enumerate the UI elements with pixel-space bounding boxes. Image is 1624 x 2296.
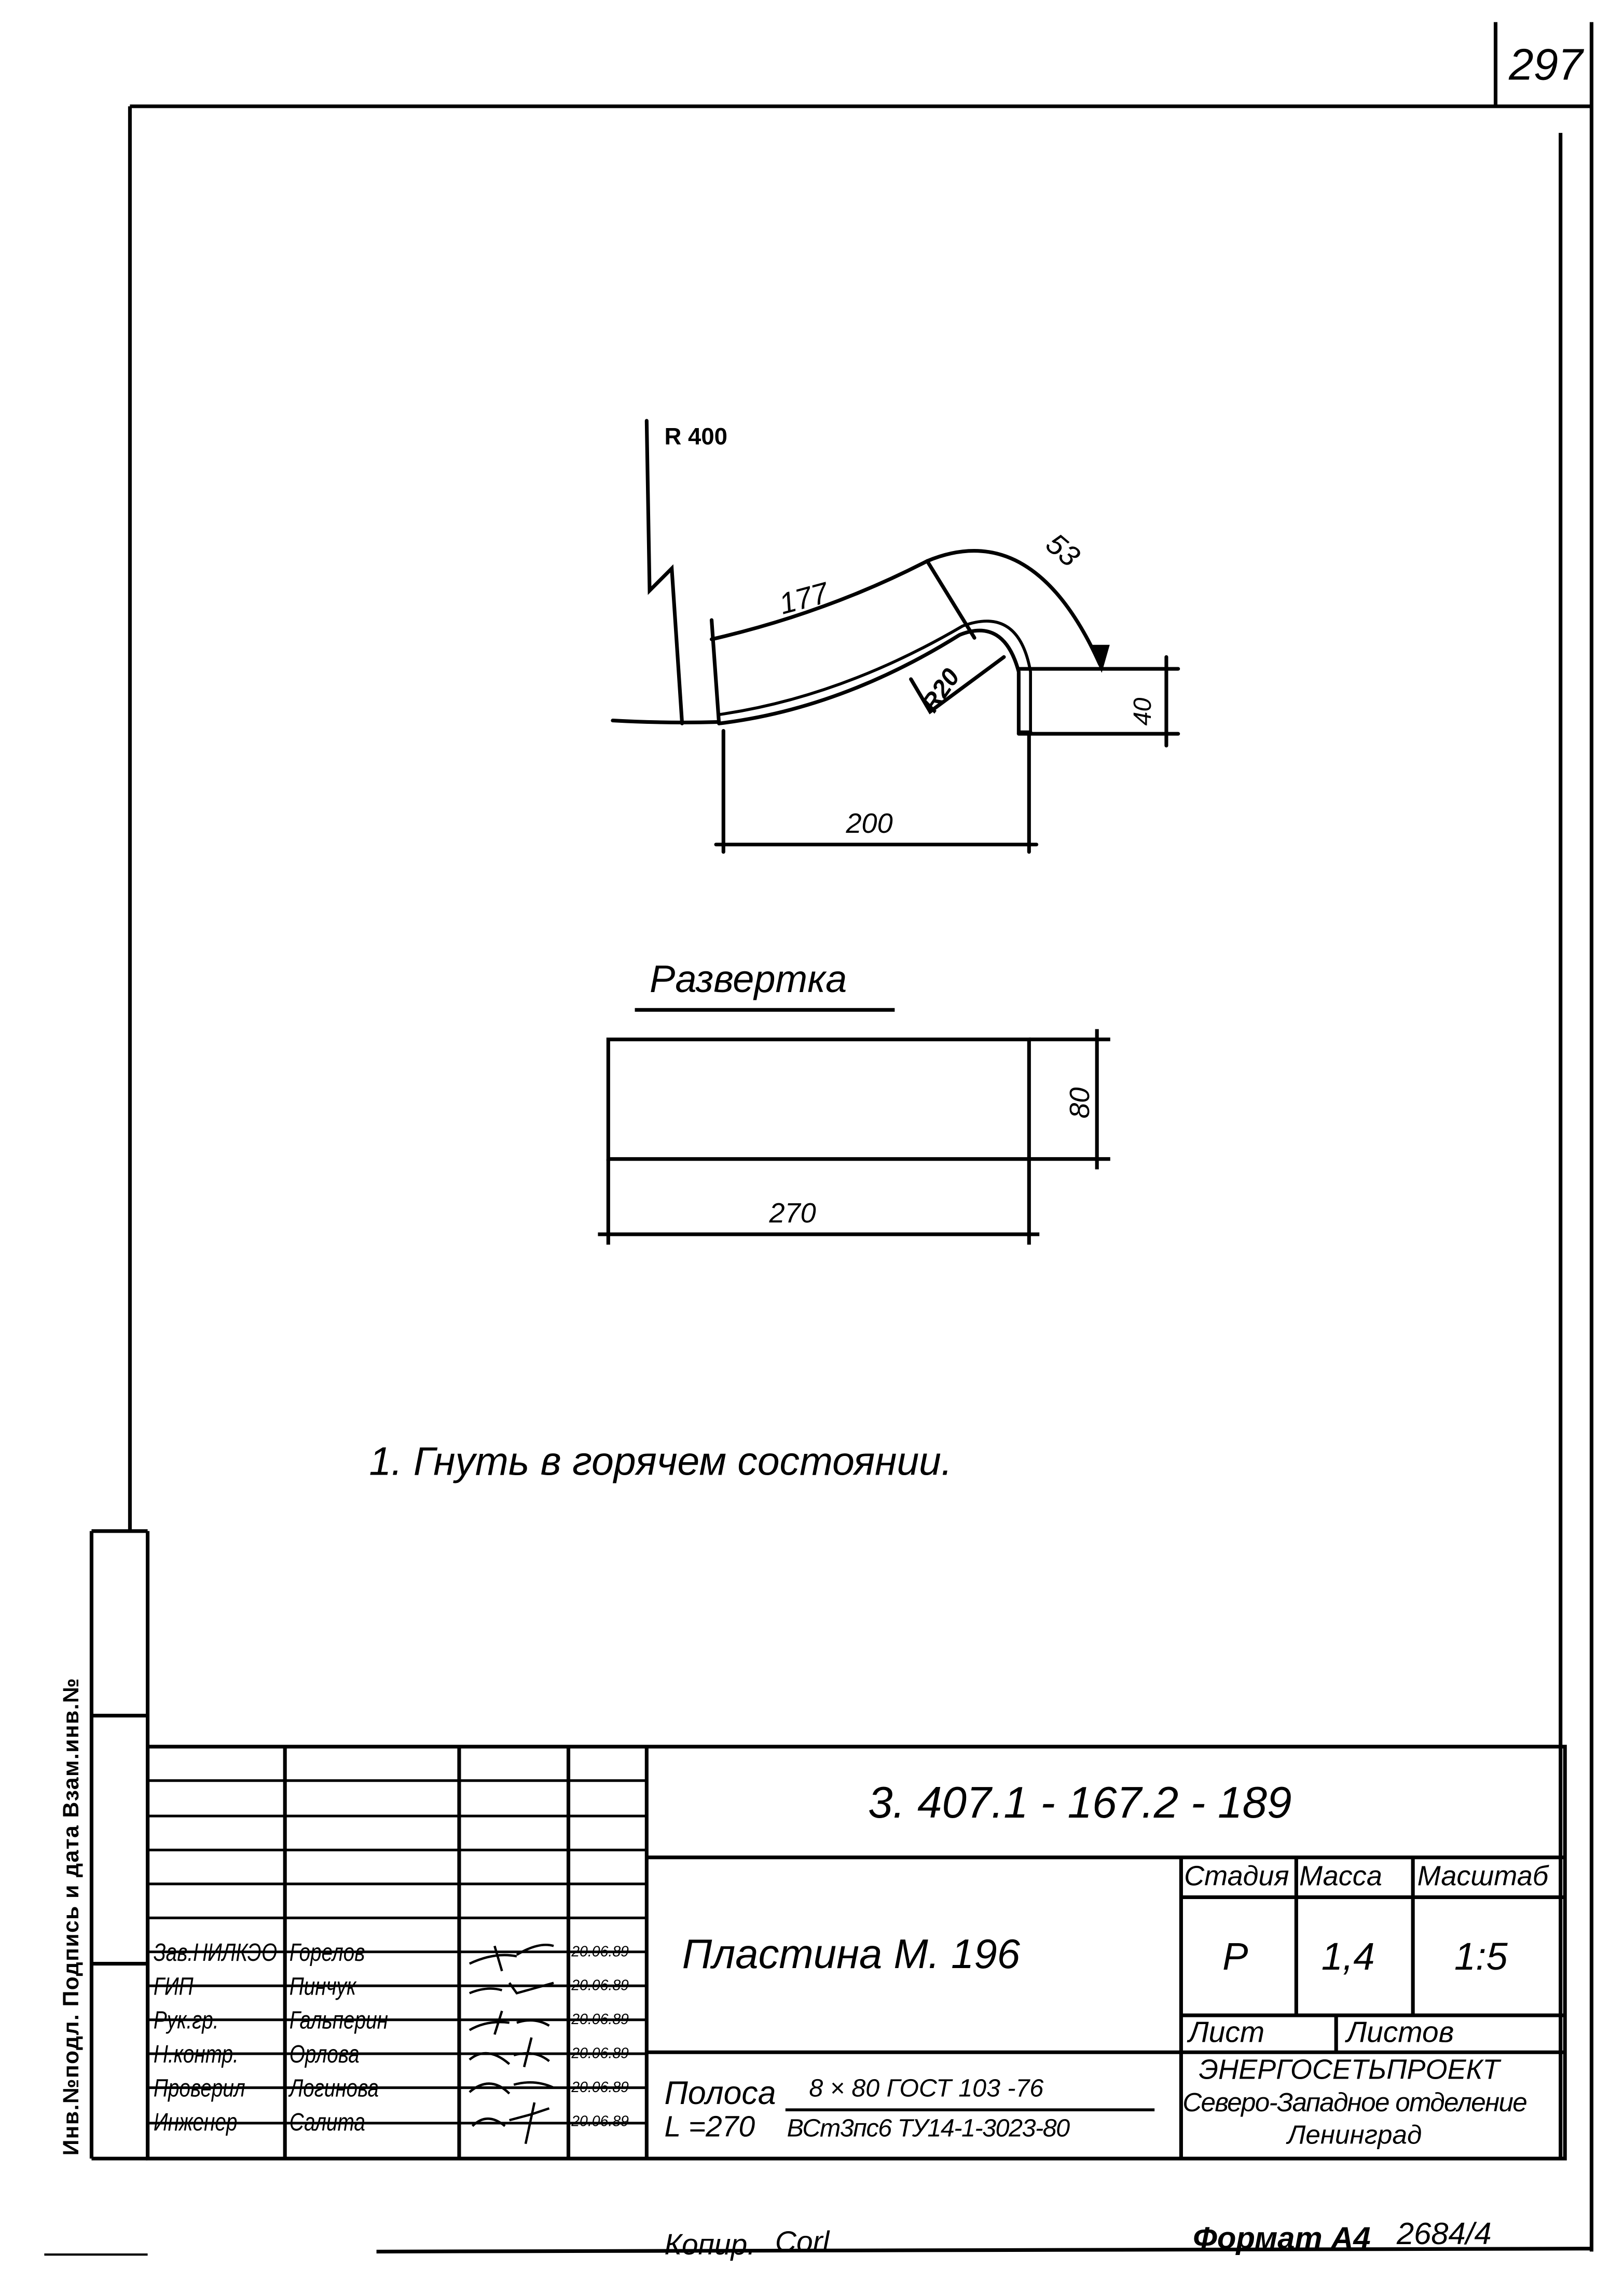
r20-leader [909, 655, 1006, 714]
material-fraction-line [785, 2108, 1155, 2112]
name: Пинчук [289, 1972, 356, 2001]
development-length-label: 270 [769, 1199, 816, 1230]
plate-outer [717, 628, 1033, 734]
date: 20.06.89 [571, 2046, 629, 2063]
designation: 3. 407.1 - 167.2 - 189 [868, 1779, 1292, 1828]
org-line-3: Ленинград [1287, 2120, 1422, 2150]
date: 20.06.89 [571, 2114, 629, 2131]
archive-number: 2684/4 [1396, 2217, 1492, 2252]
sheet-number: 297 [1509, 41, 1583, 90]
role: Зав.НИЛКЭО [153, 1938, 278, 1967]
role: Проверил [153, 2074, 245, 2102]
note: 1. Гнуть в горячем состоянии. [369, 1439, 953, 1484]
material-length: L =270 [664, 2111, 755, 2144]
date: 20.06.89 [571, 2012, 629, 2029]
copied-label: Копир. [664, 2229, 756, 2262]
org-line-1: ЭНЕРГОСЕТЬПРОЕКТ [1199, 2055, 1500, 2086]
development-title: Развертка [650, 956, 847, 1001]
material-spec-bottom: ВСт3пс6 ТУ14-1-3023-80 [787, 2114, 1070, 2142]
material-spec-top: 8 × 80 ГОСТ 103 -76 [809, 2074, 1044, 2102]
ground-line [611, 719, 721, 724]
role: Инженер [153, 2108, 238, 2137]
format-label: Формат А4 [1193, 2222, 1371, 2256]
role: ГИП [153, 1972, 194, 2001]
copied-signature: Corl [775, 2226, 830, 2259]
value-stage: Р [1222, 1934, 1248, 1978]
r400-label: R 400 [664, 425, 727, 450]
org-line-2: Северо-Западное отделение [1182, 2087, 1527, 2118]
date: 20.06.89 [571, 2080, 629, 2097]
width-dim-label: 200 [846, 809, 893, 841]
header-sheets: Листов [1346, 2016, 1454, 2050]
date: 20.06.89 [571, 1978, 629, 1995]
header-scale: Масштаб [1417, 1862, 1549, 1893]
r400-leader [644, 419, 684, 725]
part-name: Пластина М. 196 [682, 1931, 1021, 1977]
role: Н.контр. [153, 2040, 239, 2069]
name: Гальперин [289, 2006, 388, 2035]
name: Логинова [289, 2074, 379, 2102]
name: Горелов [289, 1938, 365, 1967]
value-mass: 1,4 [1321, 1934, 1375, 1978]
header-sheet: Лист [1188, 2016, 1265, 2050]
value-scale: 1:5 [1454, 1934, 1508, 1978]
role: Рук.гр. [153, 2006, 219, 2035]
name: Орлова [289, 2040, 360, 2069]
angle-arc-53 [925, 549, 1102, 667]
arc-dim-177 [709, 559, 929, 641]
header-mass: Масса [1299, 1862, 1382, 1893]
plate-inner [717, 620, 1033, 734]
material-label: Полоса [664, 2074, 776, 2112]
header-stage: Стадия [1184, 1862, 1289, 1893]
name: Салита [289, 2108, 365, 2137]
date: 20.06.89 [571, 1944, 629, 1961]
